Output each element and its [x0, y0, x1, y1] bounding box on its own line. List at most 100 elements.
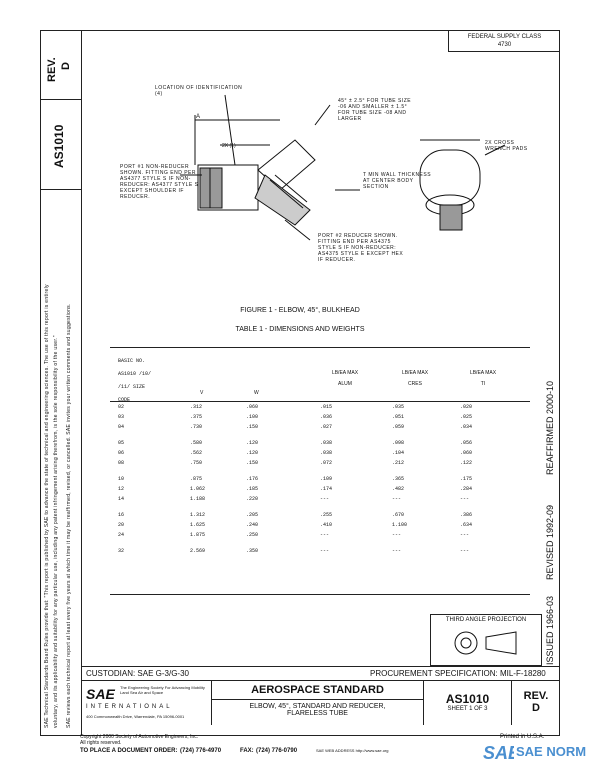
header-ti: LB/EA MAX TI — [469, 370, 497, 387]
projection-symbol — [454, 631, 517, 655]
table-cell: --- — [460, 548, 470, 554]
left-title-column — [40, 30, 82, 736]
table-cell: .051 — [392, 414, 405, 420]
table-cell: .104 — [392, 450, 405, 456]
table-cell: 05 — [118, 440, 125, 446]
table-cell: .240 — [246, 522, 259, 528]
web-address: SAE WEB ADDRESS http://www.sae.org — [316, 748, 389, 753]
table-cell: --- — [320, 532, 330, 538]
table-cell: --- — [460, 532, 470, 538]
table-cell: .150 — [246, 460, 259, 466]
table-cell: 06 — [118, 450, 125, 456]
table-cell: --- — [460, 496, 470, 502]
fax-number: (724) 776-0790 — [256, 748, 298, 754]
elbow-drawing — [180, 94, 506, 241]
printed-in: Printed in U.S.A. — [500, 734, 545, 740]
table-cell: .205 — [246, 512, 259, 518]
custodian: CUSTODIAN: SAE G-3/G-30 — [86, 669, 189, 678]
doc-number-vertical: AS1010 — [52, 124, 66, 168]
footer-top-rule — [82, 666, 560, 667]
table-cell: 02 — [118, 404, 125, 410]
figure-caption: FIGURE 1 - ELBOW, 45°, BULKHEAD — [240, 307, 360, 314]
header-basic-no: BASIC NO. AS1010 /10/ /11/ SIZE CODE — [118, 358, 152, 403]
table-cell: .150 — [246, 424, 259, 430]
table-cell: --- — [320, 496, 330, 502]
table-cell: .174 — [320, 486, 333, 492]
table-cell: .034 — [460, 424, 473, 430]
copyright: Copyright 2000 Society of Automotive Eng… — [80, 734, 199, 740]
table-cell: .375 — [190, 414, 203, 420]
footer-rev-value: D — [532, 702, 540, 714]
table-cell: .175 — [460, 476, 473, 482]
table-cell: .580 — [190, 440, 203, 446]
table-row: 05.580.120.038.098.056 — [110, 440, 530, 449]
table-cell: 2.569 — [190, 548, 206, 554]
table-cell: 20 — [118, 522, 125, 528]
table-cell: .060 — [246, 404, 259, 410]
table-cell: 10 — [118, 476, 125, 482]
table-cell: --- — [392, 496, 402, 502]
doc-number-block: AS1010 SHEET 1 OF 3 — [424, 680, 512, 725]
table-cell: 1.875 — [190, 532, 206, 538]
rev-cell: REV. D — [40, 30, 82, 100]
fax-label: FAX: — [240, 748, 254, 754]
table-header-rule — [110, 401, 530, 402]
table-cell: .100 — [246, 414, 259, 420]
table-cell: .284 — [460, 486, 473, 492]
table-cell: .056 — [460, 440, 473, 446]
table-cell: .015 — [320, 404, 333, 410]
table-cell: .038 — [320, 450, 333, 456]
table-cell: 1.625 — [190, 522, 206, 528]
table-cell: 32 — [118, 548, 125, 554]
table-cell: 14 — [118, 496, 125, 502]
table-row: 10.875.176.109.365.175 — [110, 476, 530, 485]
table-cell: .730 — [190, 424, 203, 430]
part-title-line2: FLARELESS TUBE — [287, 710, 348, 717]
fitting-body — [197, 164, 259, 211]
federal-supply-class-box: FEDERAL SUPPLY CLASS 4730 — [448, 30, 560, 52]
table-cell: .027 — [320, 424, 333, 430]
table-cell: 1.188 — [190, 496, 206, 502]
table-cell: .212 — [392, 460, 405, 466]
part-title-line1: ELBOW, 45°, STANDARD AND REDUCER, — [249, 703, 386, 710]
table-cell: .365 — [392, 476, 405, 482]
table-cell: .120 — [246, 440, 259, 446]
revised-date: REVISED 1992-09 — [545, 504, 555, 580]
notice-line-3: SAE reviews each technical report at lea… — [66, 303, 72, 728]
table-row: 08.750.150.072.212.122 — [110, 460, 530, 469]
order-label: TO PLACE A DOCUMENT ORDER: — [80, 748, 178, 754]
footer-mid-rule — [82, 680, 560, 681]
fsc-value: 4730 — [497, 42, 512, 48]
side-view-port — [439, 204, 463, 231]
table-cell: .020 — [460, 404, 473, 410]
table-cell: 03 — [118, 414, 125, 420]
table-cell: .386 — [460, 512, 473, 518]
table-row: 06.562.120.038.104.060 — [110, 450, 530, 459]
reaffirmed-date: REAFFIRMED 2000-10 — [545, 380, 555, 475]
table-cell: 1.062 — [190, 486, 206, 492]
port1-hex — [199, 167, 223, 209]
label-min-wall: T MIN WALL THICKNESS AT CENTER BODY SECT… — [363, 172, 432, 190]
table-cell: .098 — [392, 440, 405, 446]
header-v: V — [200, 390, 204, 396]
label-port2: PORT #2 REDUCER SHOWN. FITTING END PER A… — [318, 233, 404, 263]
label-dim-a: A — [196, 114, 201, 120]
procurement-spec: PROCUREMENT SPECIFICATION: MIL-F-18280 — [370, 669, 546, 678]
table-cell: .035 — [392, 404, 405, 410]
sae-address: 400 Commonwealth Drive, Warrendale, PA 1… — [86, 714, 185, 719]
label-angle-tolerance: 45° ± 2.5° FOR TUBE SIZE -06 AND SMALLER… — [338, 98, 412, 122]
notice-line-1: SAE Technical Standards Board Rules prov… — [44, 284, 50, 728]
table-cell: .036 — [320, 414, 333, 420]
notice-line-2: voluntary, and its applicability and sui… — [53, 335, 59, 728]
sae-logo-block: SAE The Engineering Society For Advancin… — [82, 680, 212, 725]
order-phone: (724) 776-4970 — [180, 748, 222, 754]
footer-doc-number: AS1010 — [445, 692, 490, 706]
label-2x: 2X (1) — [222, 143, 236, 149]
table-cell: .122 — [460, 460, 473, 466]
table-cell: .059 — [392, 424, 405, 430]
port2-end — [254, 174, 311, 226]
table-cell: 08 — [118, 460, 125, 466]
table-row: 03.375.100.036.051.025 — [110, 414, 530, 423]
table-cell: --- — [392, 548, 402, 554]
